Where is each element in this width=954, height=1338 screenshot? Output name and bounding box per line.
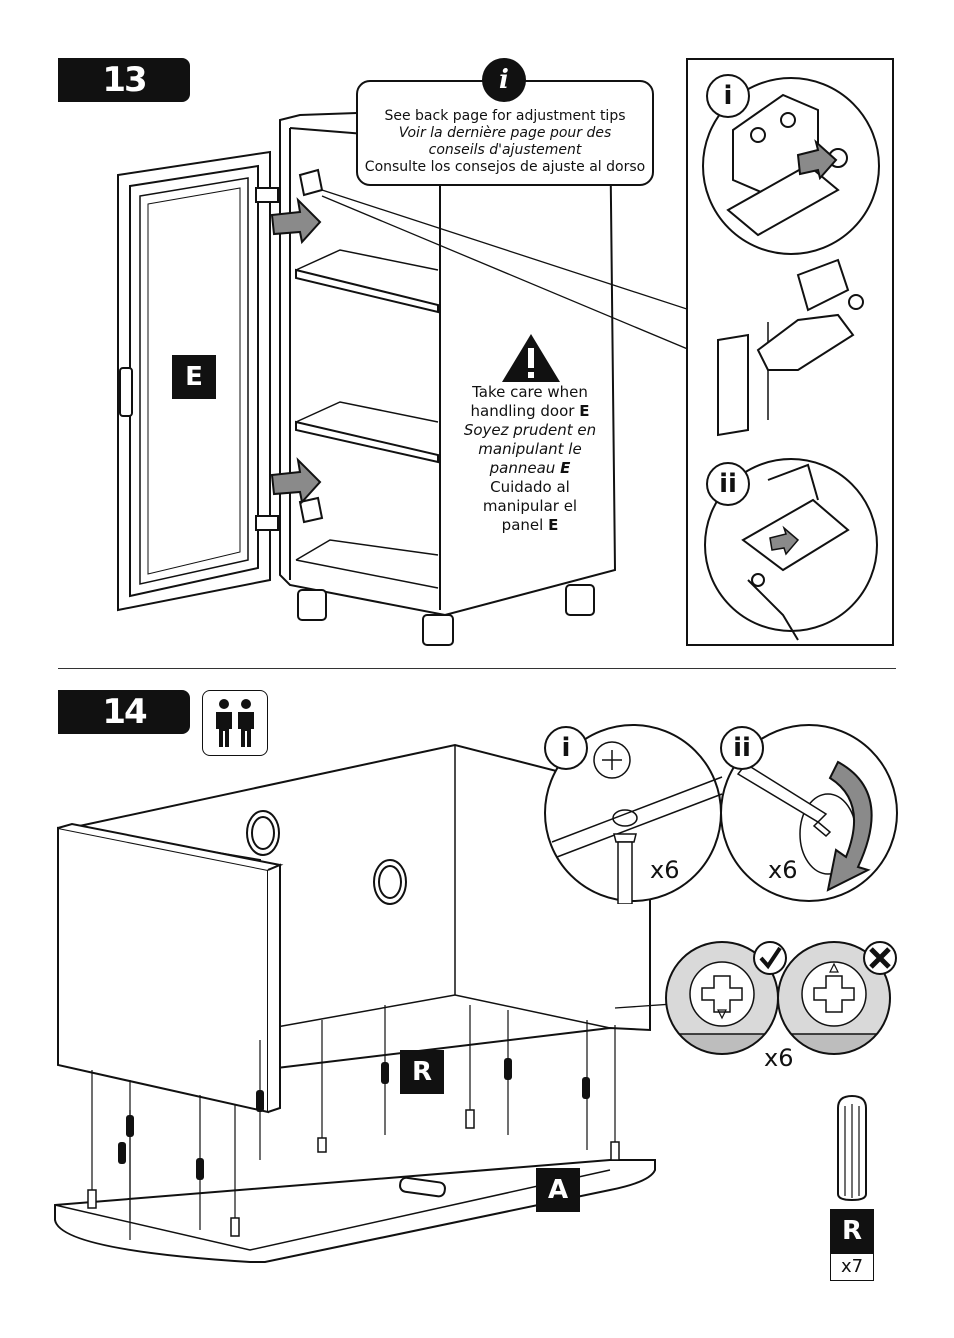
hinge-detail-i-text: i [723,81,733,111]
dowel-r-label: R [400,1050,444,1094]
hinge-detail-panel: i ii [686,58,894,646]
door-e-label: E [172,355,216,399]
warn-en-2: handling door [470,402,580,420]
step14-detail-ii-badge: ii [720,726,764,770]
info-adjustment-box: See back page for adjustment tips Voir l… [356,80,654,186]
warn-es-1: Cuidado al [490,478,570,496]
info-icon-letter: i [499,65,509,95]
warn-es-2: manipular el [482,497,578,515]
hinge-detail-ii-text: ii [719,469,737,499]
info-line-en: See back page for adjustment tips [384,108,626,124]
warn-en-bold: E [579,402,590,420]
step14-detail-i-text: i [561,733,571,763]
info-line-fr-2: conseils d'ajustement [428,142,582,158]
warn-es-bold: E [548,516,559,534]
screwdriver-turn-detail [720,724,898,902]
info-line-fr-1: Voir la dernière page pour des [398,125,612,141]
two-person-figures-icon [216,699,254,747]
hinge-detail-i-badge: i [706,74,750,118]
step-13-number: 13 [102,60,147,100]
check-mark-icon [753,941,787,975]
dowel-hardware-icon [837,1094,867,1202]
warn-es-3: panel [501,516,549,534]
cross-mark-icon [863,941,897,975]
info-line-es: Consulte los consejos de ajuste al dorso [364,159,646,175]
step14-detail-ii-text: ii [733,733,751,763]
info-icon: i [482,58,526,102]
warn-fr-2: manipulant le [478,440,582,458]
two-person-icon [202,690,268,756]
qty-i: x6 [650,856,680,884]
panel-a-text: A [547,1175,569,1205]
warning-text: Take care when handling door E Soyez pru… [450,383,610,535]
section-divider [58,668,896,669]
step14-detail-i-badge: i [544,726,588,770]
warn-fr-bold: E [560,459,571,477]
hardware-r-text: R [841,1216,863,1246]
step-14-illustration [54,743,670,1263]
panel-a-label: A [536,1168,580,1212]
warning-triangle-icon [502,334,560,382]
hardware-r-count: x7 [830,1253,874,1281]
warn-fr-3: panneau [489,459,561,477]
door-e-text: E [185,362,203,392]
step-14-number: 14 [102,692,147,732]
step-13-illustration [117,108,690,646]
step-13-badge: 13 [58,58,190,102]
qty-ii: x6 [768,856,798,884]
cam-orientation-comparison [665,941,891,1055]
warn-en-1: Take care when [472,383,588,401]
hardware-r-label: R [830,1209,874,1253]
qty-check: x6 [764,1044,794,1072]
step-14-badge: 14 [58,690,190,734]
hinge-detail-ii-badge: ii [706,462,750,506]
dowel-r-text: R [411,1057,433,1087]
hinge-detail-illustration [702,77,880,641]
warn-fr-1: Soyez prudent en [463,421,597,439]
